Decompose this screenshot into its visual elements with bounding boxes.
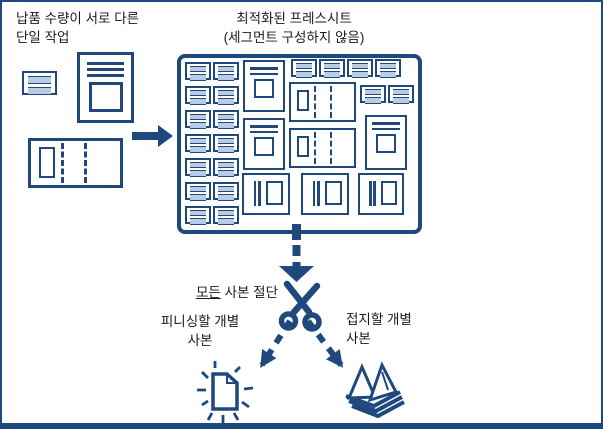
finish-label-line2: 사본 [187,333,213,348]
square-image-box [266,180,283,205]
flyer-text-line [87,68,124,71]
fold-label-line2: 사본 [346,331,371,346]
right-arrow-icon [132,125,173,147]
glowing-copy-icon [197,361,254,423]
trifold-thumb [289,82,356,122]
business-card-thumb [185,158,211,176]
business-card-thumb [185,182,211,200]
fold-edge [373,181,376,207]
flyer-thumb [243,60,285,112]
trifold-image-box [296,89,310,111]
fold-edge [317,181,320,207]
finish-label: 피니싱할 개별 사본 [146,312,254,350]
business-card-thumb [291,59,317,77]
business-card-thumb [388,85,414,103]
flyer-thumb [77,52,134,123]
business-card-thumb [375,59,401,77]
sheet-title-line1: 최적화된 프레스시트 [236,11,352,26]
down-dashed-arrow-icon [279,224,314,282]
fold-label-line1: 접지할 개별 [346,312,412,327]
folded-square-thumb [358,173,404,215]
fold-line [314,132,317,164]
flyer-image-box [254,137,274,156]
business-card-thumb [213,134,239,152]
flyer-thumb [243,118,285,170]
fold-line [330,132,333,164]
cut-label-link[interactable]: 모든 [195,285,221,300]
cut-label: 모든 사본 절단 [160,283,278,302]
trifold-thumb [289,128,356,168]
fold-line [83,142,87,184]
fold-line [330,86,333,118]
folded-square-thumb [242,173,290,215]
folded-copies-icon [345,361,405,419]
left-dashed-arrow-icon [259,319,293,368]
cut-label-rest: 사본 절단 [220,285,278,300]
flyer-image-box [88,82,123,112]
business-card-thumb [185,110,211,128]
flyer-text-line [372,122,400,125]
flyer-text-line [87,62,124,65]
source-label: 납품 수량이 서로 다른 단일 작업 [16,9,139,47]
flyer-text-line [250,130,278,133]
sheet-title-line2: (세그먼트 구성하지 않음) [223,30,365,45]
sheet-title: 최적화된 프레스시트 (세그먼트 구성하지 않음) [168,9,420,47]
business-card-thumb [213,62,239,80]
finish-label-line1: 피니싱할 개별 [160,314,240,329]
folded-square-thumb [301,173,349,215]
glow-rays [197,361,254,423]
fold-edge [258,181,261,207]
business-card-thumb [213,158,239,176]
business-card-thumb [213,206,239,224]
flyer-text-line [87,74,124,77]
business-card-thumb [360,85,386,103]
square-image-box [325,180,342,205]
business-card-thumb [213,86,239,104]
fold-label: 접지할 개별 사본 [346,310,412,348]
flyer-text-line [250,125,278,128]
business-card-thumb [185,134,211,152]
business-card-thumb [185,62,211,80]
trifold-thumb [28,138,123,188]
source-label-line2: 단일 작업 [16,30,70,45]
fold-line [314,86,317,118]
business-card-thumb [213,110,239,128]
fold-line [61,142,65,184]
flyer-image-box [254,79,274,98]
business-card-thumb [347,59,373,77]
press-sheet [177,54,422,234]
trifold-image-box [39,146,56,178]
business-card-thumb [185,206,211,224]
business-card-thumb [22,71,57,95]
trifold-image-box [296,135,310,157]
fold-edge [369,181,372,207]
flyer-text-line [250,67,278,70]
square-image-box [381,180,397,205]
flyer-text-line [250,72,278,75]
source-label-line1: 납품 수량이 서로 다른 [16,11,140,26]
fold-edge [253,181,257,207]
flyer-image-box [376,134,396,153]
flyer-text-line [372,127,400,130]
fold-edge [312,181,316,207]
business-card-thumb [185,86,211,104]
flyer-thumb [365,115,407,170]
business-card-thumb [213,182,239,200]
business-card-thumb [319,59,345,77]
